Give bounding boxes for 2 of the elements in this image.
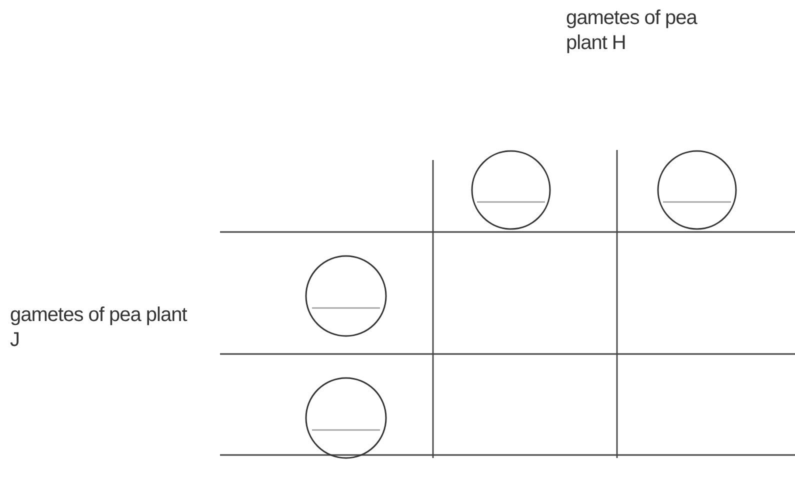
axis-label: gametes of pea plant H [566,6,698,56]
axis-label: gametes of pea plant J [10,303,188,353]
